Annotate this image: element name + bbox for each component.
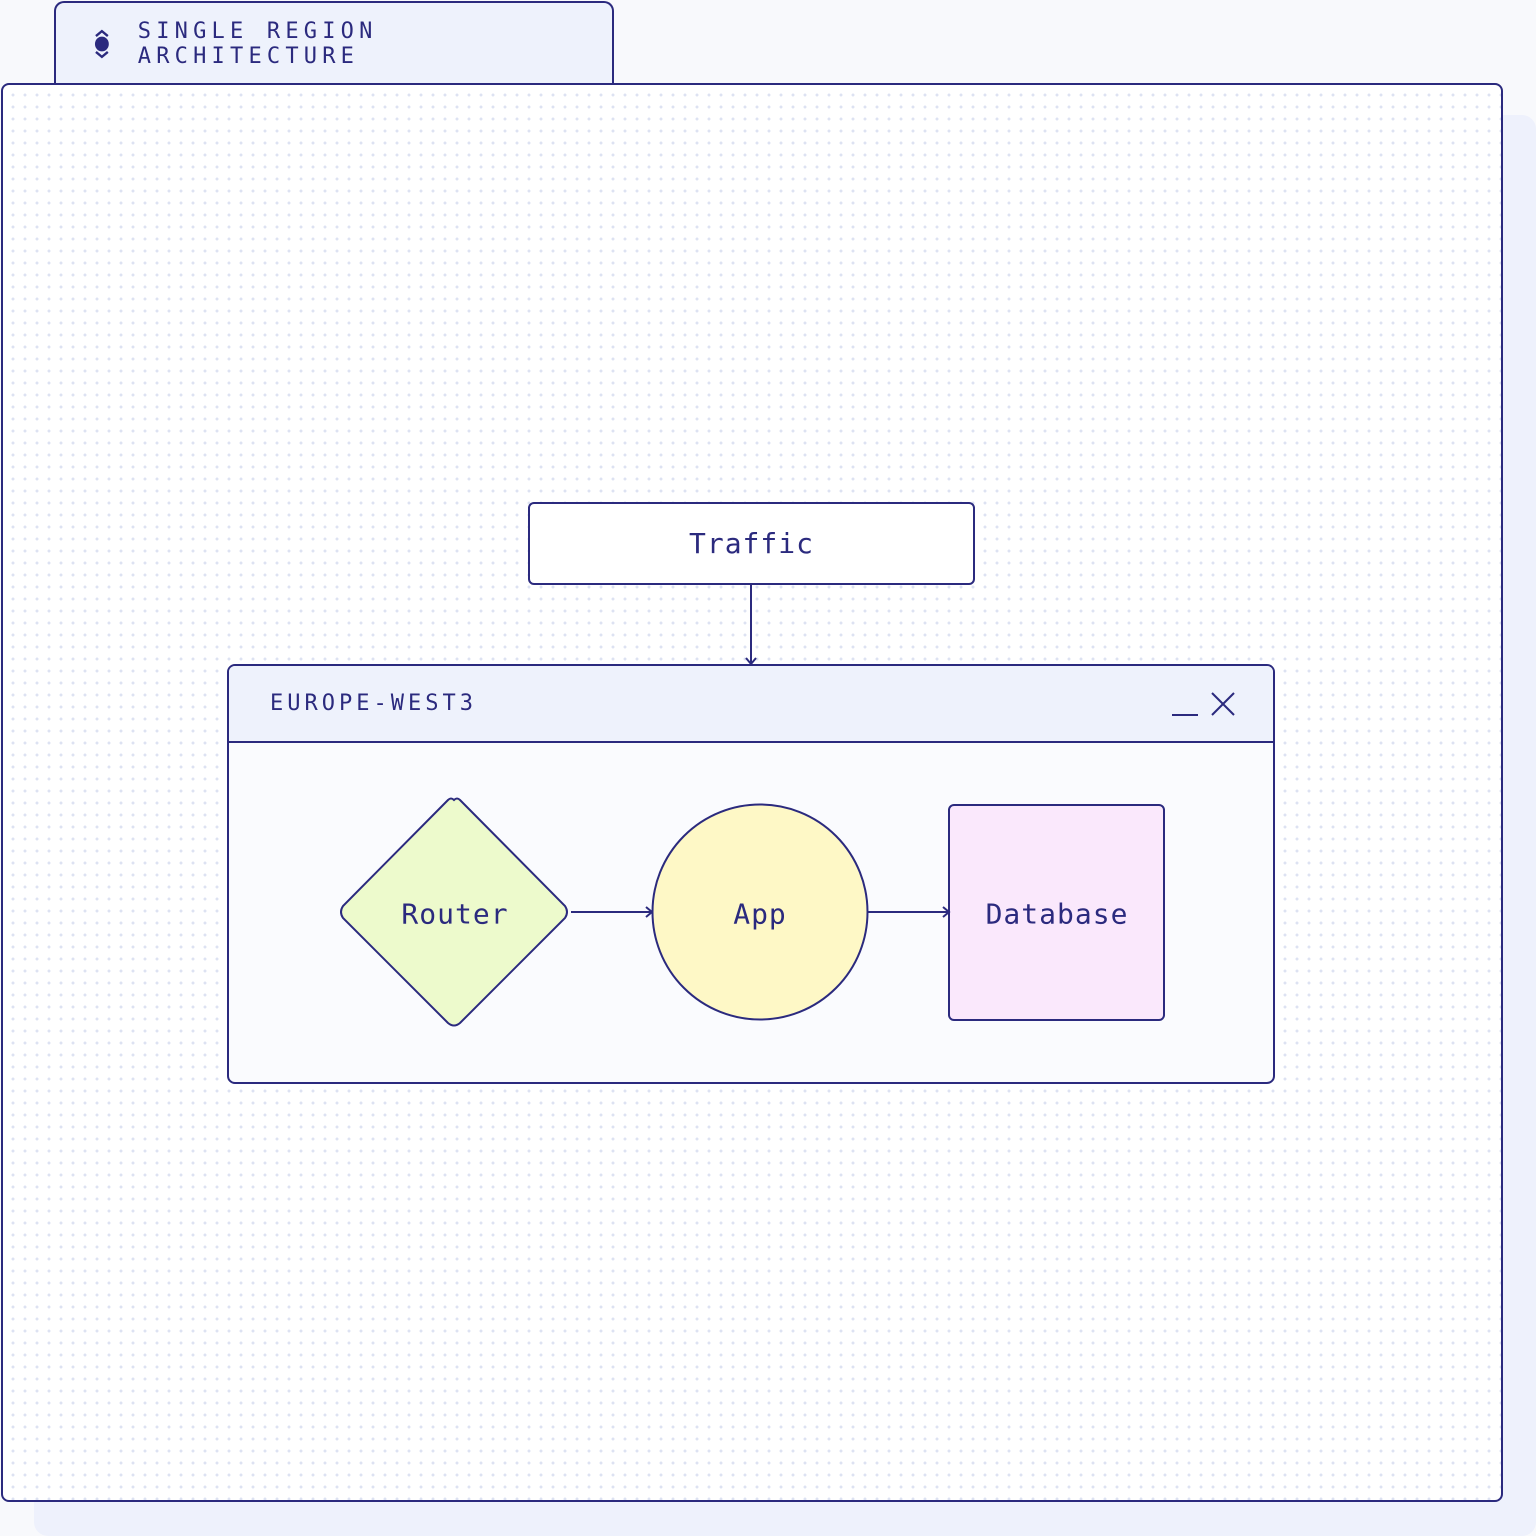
node-router-label: Router — [401, 897, 509, 931]
node-traffic-label: Traffic — [688, 527, 814, 560]
node-database-label: Database — [985, 897, 1129, 931]
node-app-label: App — [733, 897, 787, 931]
node-traffic[interactable]: Traffic — [528, 502, 975, 585]
close-icon[interactable] — [1209, 690, 1237, 718]
minimize-icon[interactable] — [1171, 690, 1199, 718]
region-title: EUROPE-WEST3 — [270, 691, 477, 716]
diagram-title: SINGLE REGION ARCHITECTURE — [137, 19, 378, 69]
region-group-europe-west3[interactable]: EUROPE-WEST3 — [227, 664, 1275, 1084]
diagram-title-tab[interactable]: SINGLE REGION ARCHITECTURE — [54, 1, 614, 85]
expand-vertical-icon — [94, 29, 109, 59]
region-header: EUROPE-WEST3 — [229, 666, 1273, 743]
region-controls — [1171, 690, 1237, 718]
